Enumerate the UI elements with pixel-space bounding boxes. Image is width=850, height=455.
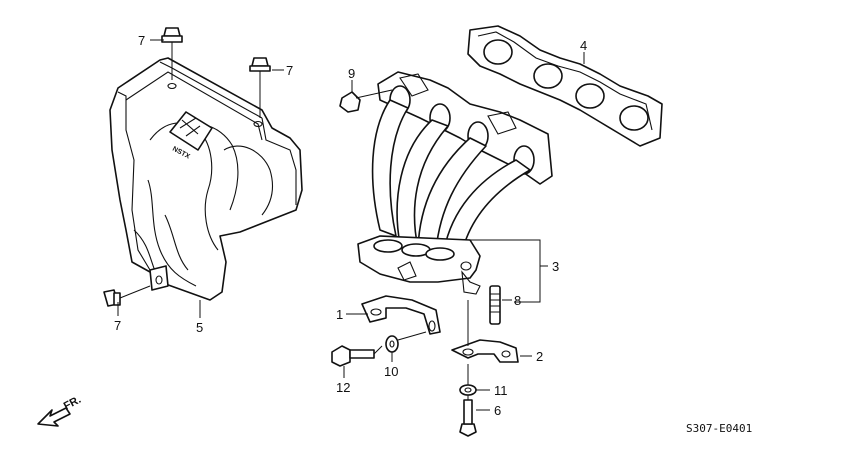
front-direction-arrow: FR. — [37, 394, 83, 427]
callout-8: 8 — [514, 293, 521, 308]
callout-11: 11 — [494, 383, 508, 398]
callout-7-right: 7 — [286, 63, 293, 78]
cover-bolt-top — [161, 27, 183, 80]
cover-bolt-left — [103, 285, 151, 307]
bracket-bolt — [331, 345, 383, 367]
callout-4: 4 — [580, 38, 587, 53]
manifold-gasket — [467, 25, 663, 147]
callout-9: 9 — [348, 66, 355, 81]
diagram-code: S307-E0401 — [686, 422, 752, 435]
callout-7-left: 7 — [114, 318, 121, 333]
bracket-b — [451, 339, 519, 363]
callout-12: 12 — [336, 380, 350, 395]
callout-7-top: 7 — [138, 33, 145, 48]
callout-10: 10 — [384, 364, 398, 379]
cover-bolt-right — [249, 57, 271, 118]
callout-5: 5 — [196, 320, 203, 335]
manifold-cover: NSTX — [109, 57, 303, 301]
callout-3: 3 — [552, 259, 559, 274]
callout-2: 2 — [536, 349, 543, 364]
lower-bolt — [459, 364, 477, 437]
callout-6: 6 — [494, 403, 501, 418]
front-label: FR. — [62, 394, 83, 413]
bracket-a — [361, 295, 441, 335]
callout-1: 1 — [336, 307, 343, 322]
stud-bolt — [489, 285, 501, 325]
exhaust-manifold — [357, 71, 553, 303]
washer — [385, 331, 427, 353]
